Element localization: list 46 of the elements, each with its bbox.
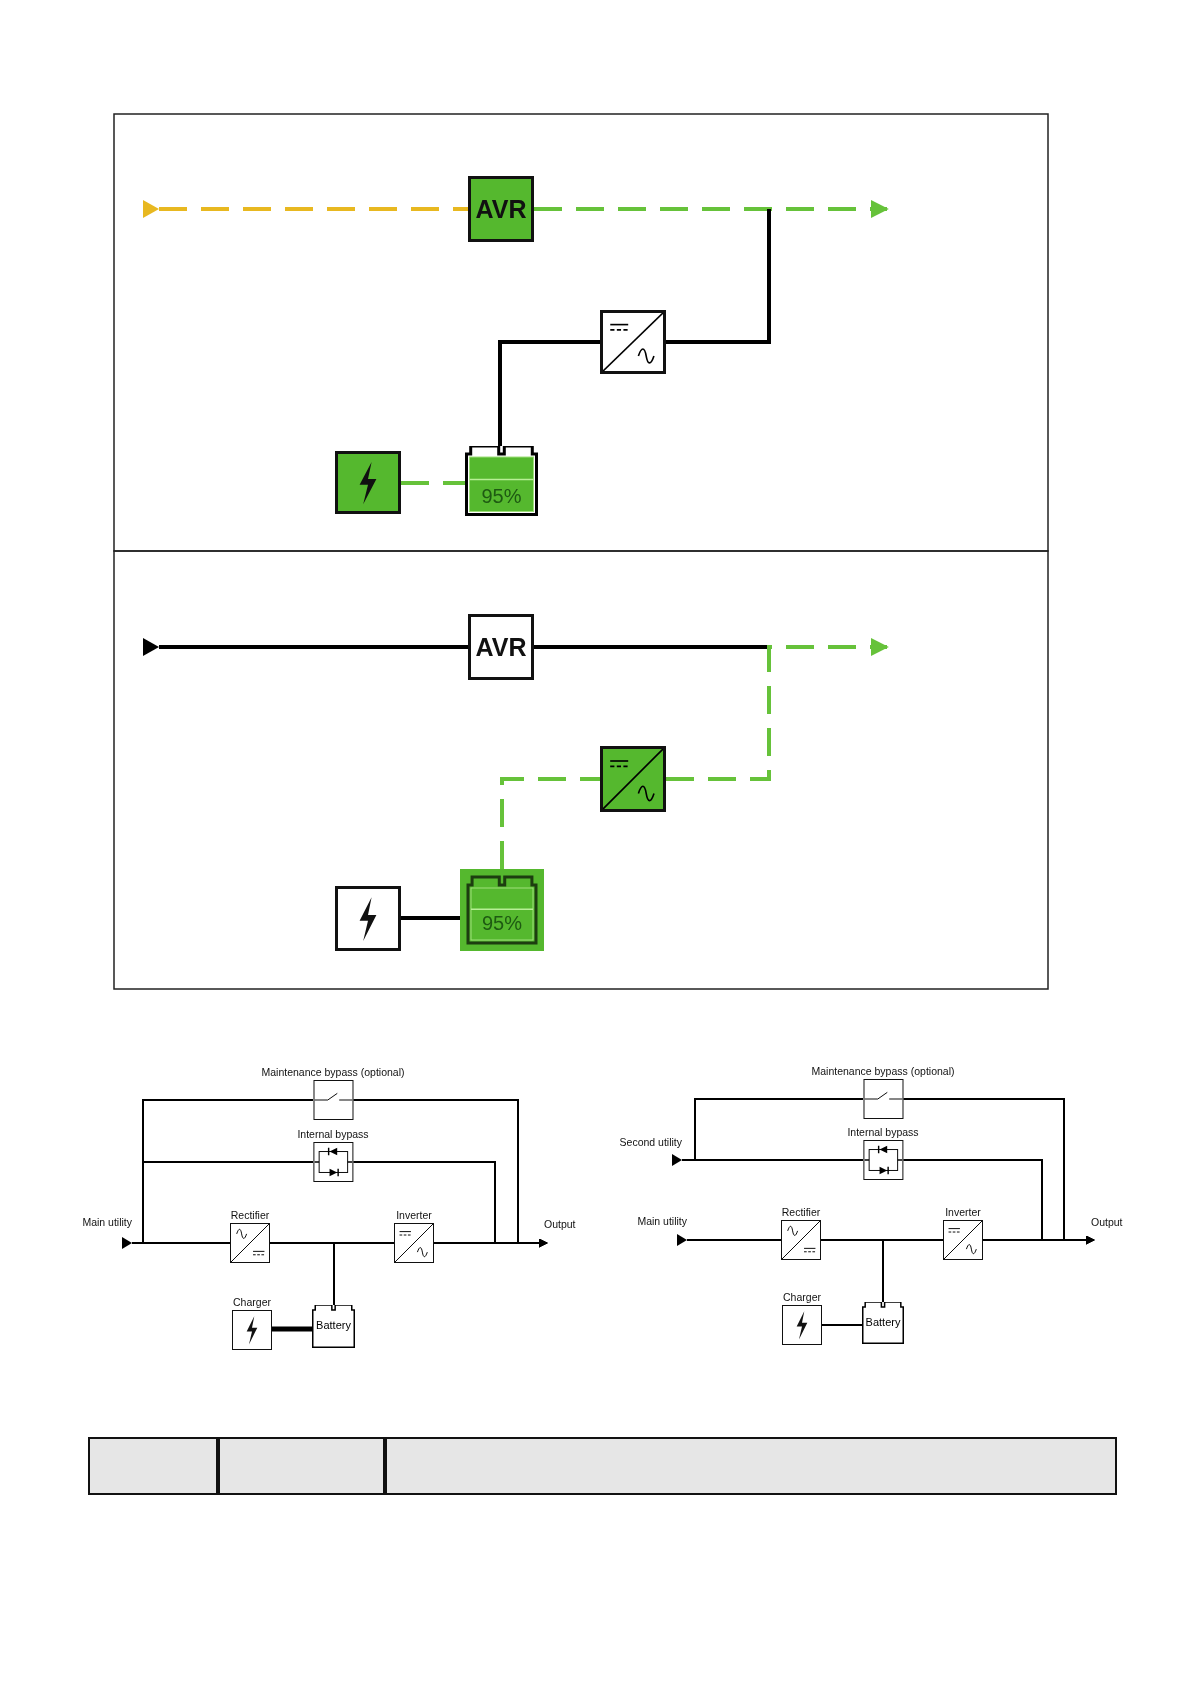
component-label: Inverter — [396, 1208, 432, 1223]
arrow — [982, 1235, 1095, 1245]
avr-block: AVR — [468, 176, 534, 242]
connector-line — [681, 1098, 864, 1161]
avr-block: AVR — [468, 614, 534, 680]
connector-line — [820, 1239, 884, 1303]
component-label: Rectifier — [230, 1208, 270, 1223]
component-label: Internal bypass — [297, 1127, 369, 1142]
inverter-symbol — [600, 746, 666, 812]
component-label: Maintenance bypass (optional) — [261, 1065, 405, 1080]
terminal-label: Main utility — [637, 1215, 687, 1228]
component-label: Inverter — [945, 1205, 981, 1220]
component-label: Internal bypass — [847, 1125, 919, 1140]
connector-line — [401, 481, 465, 485]
connector-line — [686, 1239, 782, 1241]
component-label: Rectifier — [781, 1205, 821, 1220]
connector-line — [269, 1242, 335, 1306]
connector-line — [272, 1326, 312, 1332]
terminal-label: Output — [544, 1218, 576, 1231]
component-label: Battery — [865, 1316, 901, 1328]
connector-line — [159, 207, 468, 211]
lightning-bolt-icon — [335, 886, 401, 951]
input-triangle-icon — [143, 200, 159, 218]
arrow — [534, 200, 889, 218]
component-label: Charger — [233, 1295, 271, 1310]
connector-line — [821, 1324, 863, 1326]
terminal-label: Output — [1091, 1216, 1123, 1229]
connector-line — [666, 209, 771, 344]
arrow — [666, 638, 889, 781]
connector-line — [500, 777, 600, 869]
connector-line — [401, 916, 460, 920]
component-label: Charger — [783, 1290, 821, 1305]
input-triangle-icon — [143, 638, 159, 656]
connector-line — [131, 1161, 314, 1244]
component-label: Battery — [316, 1319, 351, 1331]
connector-line — [498, 340, 600, 446]
inverter-symbol — [600, 310, 666, 374]
charge-level: 95% — [482, 912, 522, 935]
connector-line — [534, 645, 769, 649]
charge-level: 95% — [481, 485, 522, 508]
lightning-bolt-icon — [335, 451, 401, 514]
arrow — [433, 1238, 548, 1248]
component-label: Maintenance bypass (optional) — [811, 1064, 955, 1079]
connector-line — [159, 645, 468, 649]
terminal-label: Main utility — [82, 1216, 132, 1229]
terminal-label: Second utility — [619, 1136, 682, 1149]
